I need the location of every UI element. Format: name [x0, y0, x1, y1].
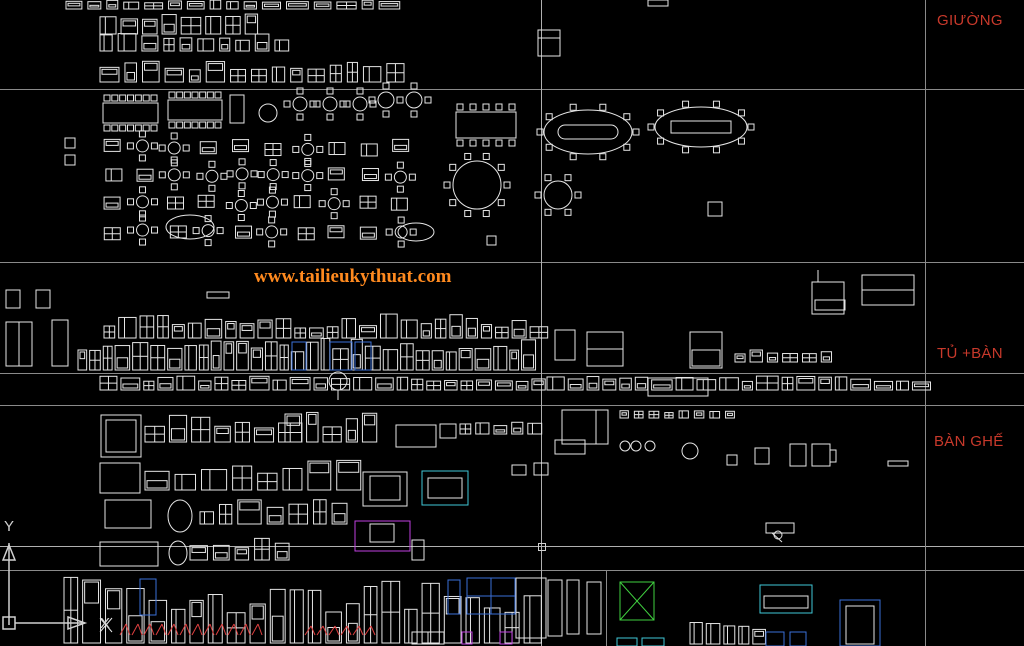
section-divider-line — [0, 373, 1024, 374]
crosshair-horizontal-line — [0, 546, 1024, 547]
section-divider-line — [0, 89, 1024, 90]
column-divider-line — [606, 570, 607, 646]
ucs-y-label: Y — [4, 518, 15, 535]
crosshair-vertical-line — [541, 0, 542, 646]
crosshair-cursor-icon — [538, 543, 546, 551]
section-label-cabinet-table: TỦ +BÀN — [937, 345, 1003, 362]
ucs-x-label: X — [100, 615, 111, 632]
section-divider-line — [0, 570, 1024, 571]
column-divider-line — [925, 0, 926, 646]
section-label-bed: GIƯỜNG — [937, 12, 1003, 29]
section-label-table-chair: BÀN GHẾ — [934, 433, 1004, 450]
section-divider-line — [0, 262, 1024, 263]
watermark-text: www.tailieukythuat.com — [254, 266, 452, 287]
ucs-icon — [1, 542, 88, 631]
section-divider-line — [0, 405, 1024, 406]
